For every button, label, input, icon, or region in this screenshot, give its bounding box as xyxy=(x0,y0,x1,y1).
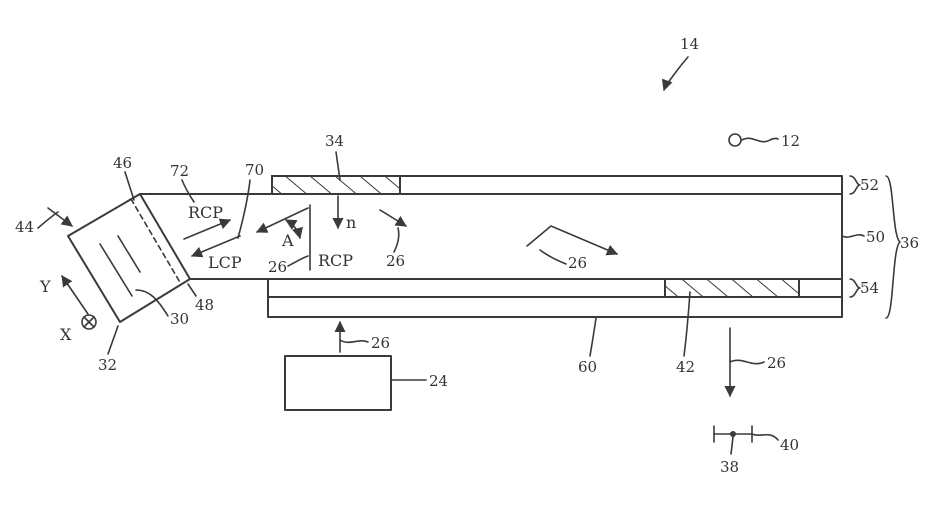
ref-26-a: 26 xyxy=(386,252,405,270)
axis-y-arrow xyxy=(61,275,89,315)
ref-44: 44 xyxy=(15,218,34,236)
ref-46: 46 xyxy=(113,154,132,172)
ref-40-leader xyxy=(751,433,779,441)
light-input-arrow-44 xyxy=(47,207,73,227)
prism-32 xyxy=(67,193,191,323)
ref-26-output: 26 xyxy=(767,354,786,372)
ref-72: 72 xyxy=(170,162,189,180)
ref-38-leader xyxy=(730,436,734,455)
eyebox-center-point xyxy=(730,431,736,437)
ref-50-leader xyxy=(841,234,865,238)
prism-inner-line xyxy=(99,243,133,297)
ref-50: 50 xyxy=(866,228,885,246)
ref-40: 40 xyxy=(780,436,799,454)
brace-54 xyxy=(849,278,861,298)
eye-leader xyxy=(741,137,779,143)
ref-26-reflect-leader xyxy=(287,255,309,267)
ref-26-b-leader xyxy=(539,249,567,265)
ref-24: 24 xyxy=(429,372,448,390)
lcp-label: LCP xyxy=(208,253,242,272)
rcp-label-left: RCP xyxy=(188,203,223,222)
eye-point xyxy=(728,133,742,147)
axis-y-label: Y xyxy=(39,277,51,296)
rcp-label-right: RCP xyxy=(318,251,353,270)
ref-42: 42 xyxy=(676,358,695,376)
prism-dashed-surface xyxy=(130,198,182,285)
ref-70-leader xyxy=(237,179,251,239)
ref-60: 60 xyxy=(578,358,597,376)
rcp-ray-arrow xyxy=(183,218,232,240)
axis-x-label: X xyxy=(60,325,72,344)
light-ray-26-zigzag xyxy=(526,225,619,256)
prism-inner-line-2 xyxy=(117,235,141,273)
brace-52 xyxy=(849,175,861,195)
ref-36: 36 xyxy=(900,234,919,252)
axis-x-into-page xyxy=(81,314,97,330)
figure-number: 14 xyxy=(680,35,699,53)
ref-52: 52 xyxy=(860,176,879,194)
ref-26-display: 26 xyxy=(371,334,390,352)
figure-pointer-arrow xyxy=(661,56,689,92)
brace-36 xyxy=(885,175,901,319)
ref-30: 30 xyxy=(170,310,189,328)
ref-34-leader xyxy=(335,151,341,181)
output-light-leader xyxy=(729,359,765,365)
display-24 xyxy=(284,355,392,411)
ref-26-a-leader xyxy=(393,227,400,253)
ref-44-leader xyxy=(37,211,59,229)
display-light-leader xyxy=(339,339,369,344)
ref-30-leader xyxy=(135,289,169,317)
ref-34: 34 xyxy=(325,132,344,150)
ref-70: 70 xyxy=(245,161,264,179)
angle-a-label: A xyxy=(281,231,294,250)
ref-26-b: 26 xyxy=(568,254,587,272)
ref-54: 54 xyxy=(860,279,879,297)
light-ray-26-a xyxy=(379,209,407,227)
output-coupler-42 xyxy=(664,278,800,298)
normal-n-label: n xyxy=(346,213,356,232)
substrate-60 xyxy=(267,296,843,318)
ref-12: 12 xyxy=(781,132,800,150)
ref-38: 38 xyxy=(720,458,739,476)
lcp-ray-arrow xyxy=(190,235,241,258)
axis-x-cross-2 xyxy=(83,316,95,328)
angle-a-arc xyxy=(285,219,303,240)
ref-46-leader xyxy=(124,171,135,201)
ref-26-reflect: 26 xyxy=(268,258,287,276)
ref-60-leader xyxy=(589,317,597,357)
ref-32-leader xyxy=(107,325,119,355)
ref-42-leader xyxy=(683,291,691,357)
ref-48: 48 xyxy=(195,296,214,314)
ref-72-leader xyxy=(181,179,195,203)
ref-48-leader xyxy=(187,283,197,297)
ref-32: 32 xyxy=(98,356,117,374)
reflected-ray-arrow xyxy=(255,207,309,233)
input-coupler-34 xyxy=(271,175,401,195)
